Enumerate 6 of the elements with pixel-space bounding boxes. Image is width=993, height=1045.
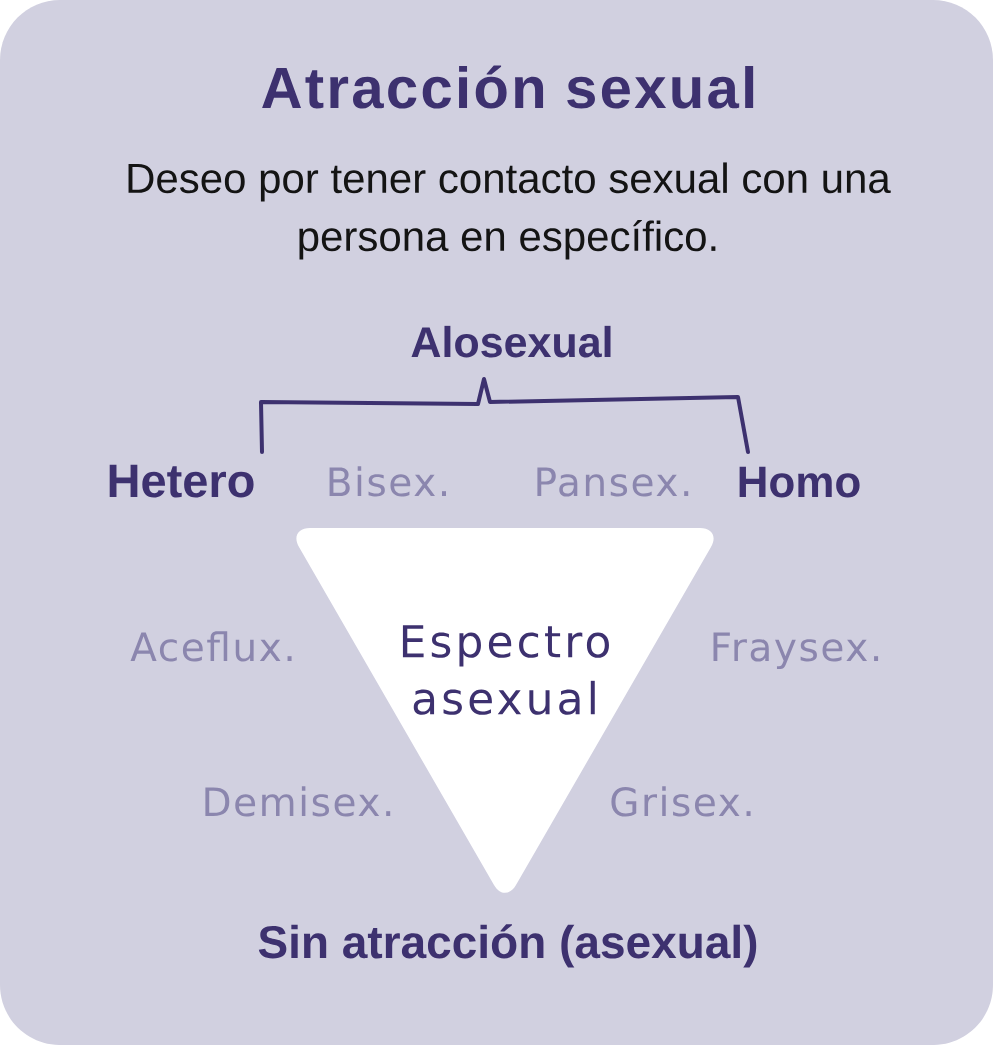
category-label: Fraysex. (713, 632, 879, 670)
category-label: Hetero (109, 464, 254, 498)
category-label: Homo (739, 466, 860, 498)
description: Deseo por tener contacto sexual con una persona en específico. (128, 162, 891, 260)
bracket-label: Alosexual (411, 325, 611, 358)
title: Atracción sexual (262, 65, 754, 109)
